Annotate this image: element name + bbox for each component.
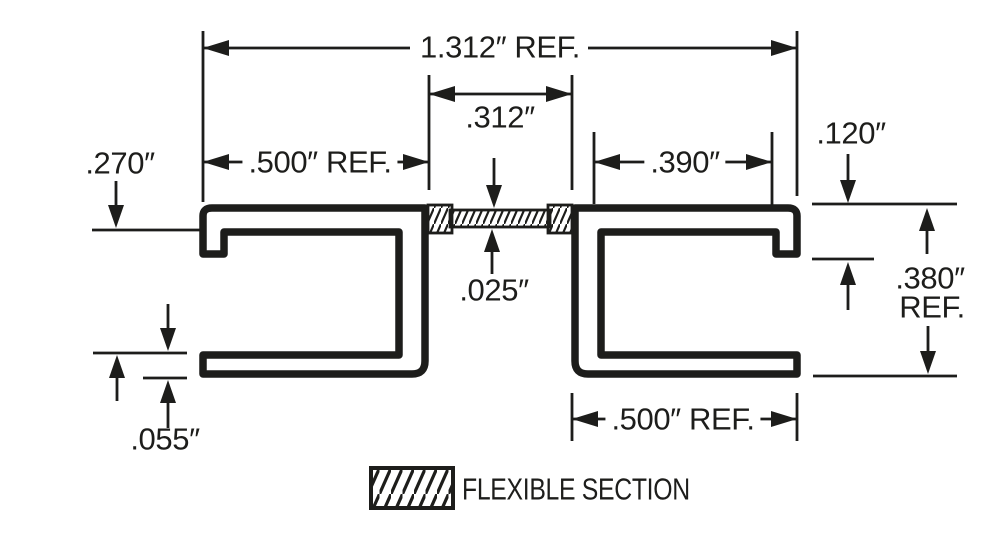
arrowhead-1312-right — [771, 40, 797, 56]
arrowhead-312-right — [546, 86, 572, 102]
arrowhead-390-left — [594, 154, 620, 170]
profile — [199, 203, 801, 378]
flexible-block-left-hatch — [426, 203, 454, 235]
dim-overall-height-label: .380″ — [895, 260, 965, 296]
arrowhead-120-down — [840, 180, 856, 203]
dim-right-flange-label: .500″ REF. — [605, 403, 761, 435]
arrowhead-390-right — [746, 154, 772, 170]
dim-overall-height-ref-label: REF. — [899, 289, 965, 325]
legend-hatch-swatch — [369, 466, 455, 510]
arrowhead-025-up — [484, 229, 500, 252]
dim-web-thickness-label: .025″ — [459, 272, 529, 308]
arrowhead-120-up — [840, 262, 856, 285]
arrowhead-500r-left — [572, 411, 598, 427]
arrowhead-380-up — [919, 208, 935, 231]
flexible-web-hatch — [448, 208, 552, 229]
arrowhead-055-down — [160, 328, 176, 351]
flexible-block-right-hatch — [546, 203, 574, 235]
arrowhead-055-up — [160, 380, 176, 403]
left-channel-profile — [199, 204, 429, 378]
dim-left-flange-label: .500″ REF. — [242, 146, 398, 178]
arrowhead-025-down — [486, 185, 502, 208]
right-channel-profile — [571, 204, 801, 378]
arrowhead-500l-left — [203, 154, 229, 170]
arrowhead-380-down — [920, 351, 936, 374]
dim-left-inner-depth-label: .270″ — [85, 145, 155, 181]
arrowhead-1312-left — [203, 40, 229, 56]
arrowhead-270-up — [109, 355, 125, 378]
dim-lip-depth-label: .120″ — [816, 115, 886, 151]
dimension-lines — [92, 31, 957, 441]
arrowhead-500l-right — [403, 154, 429, 170]
legend-label: FLEXIBLE SECTION — [462, 471, 690, 507]
dim-bottom-wall-thickness-label: .055″ — [130, 421, 200, 457]
arrowhead-270-down — [108, 205, 124, 228]
dim-overall-width-label: 1.312″ REF. — [414, 31, 586, 63]
dim-center-width-label: .312″ — [465, 99, 535, 135]
arrowhead-312-left — [429, 86, 455, 102]
dim-right-inner-width-label: .390″ — [644, 146, 726, 178]
arrowhead-500r-right — [771, 411, 797, 427]
